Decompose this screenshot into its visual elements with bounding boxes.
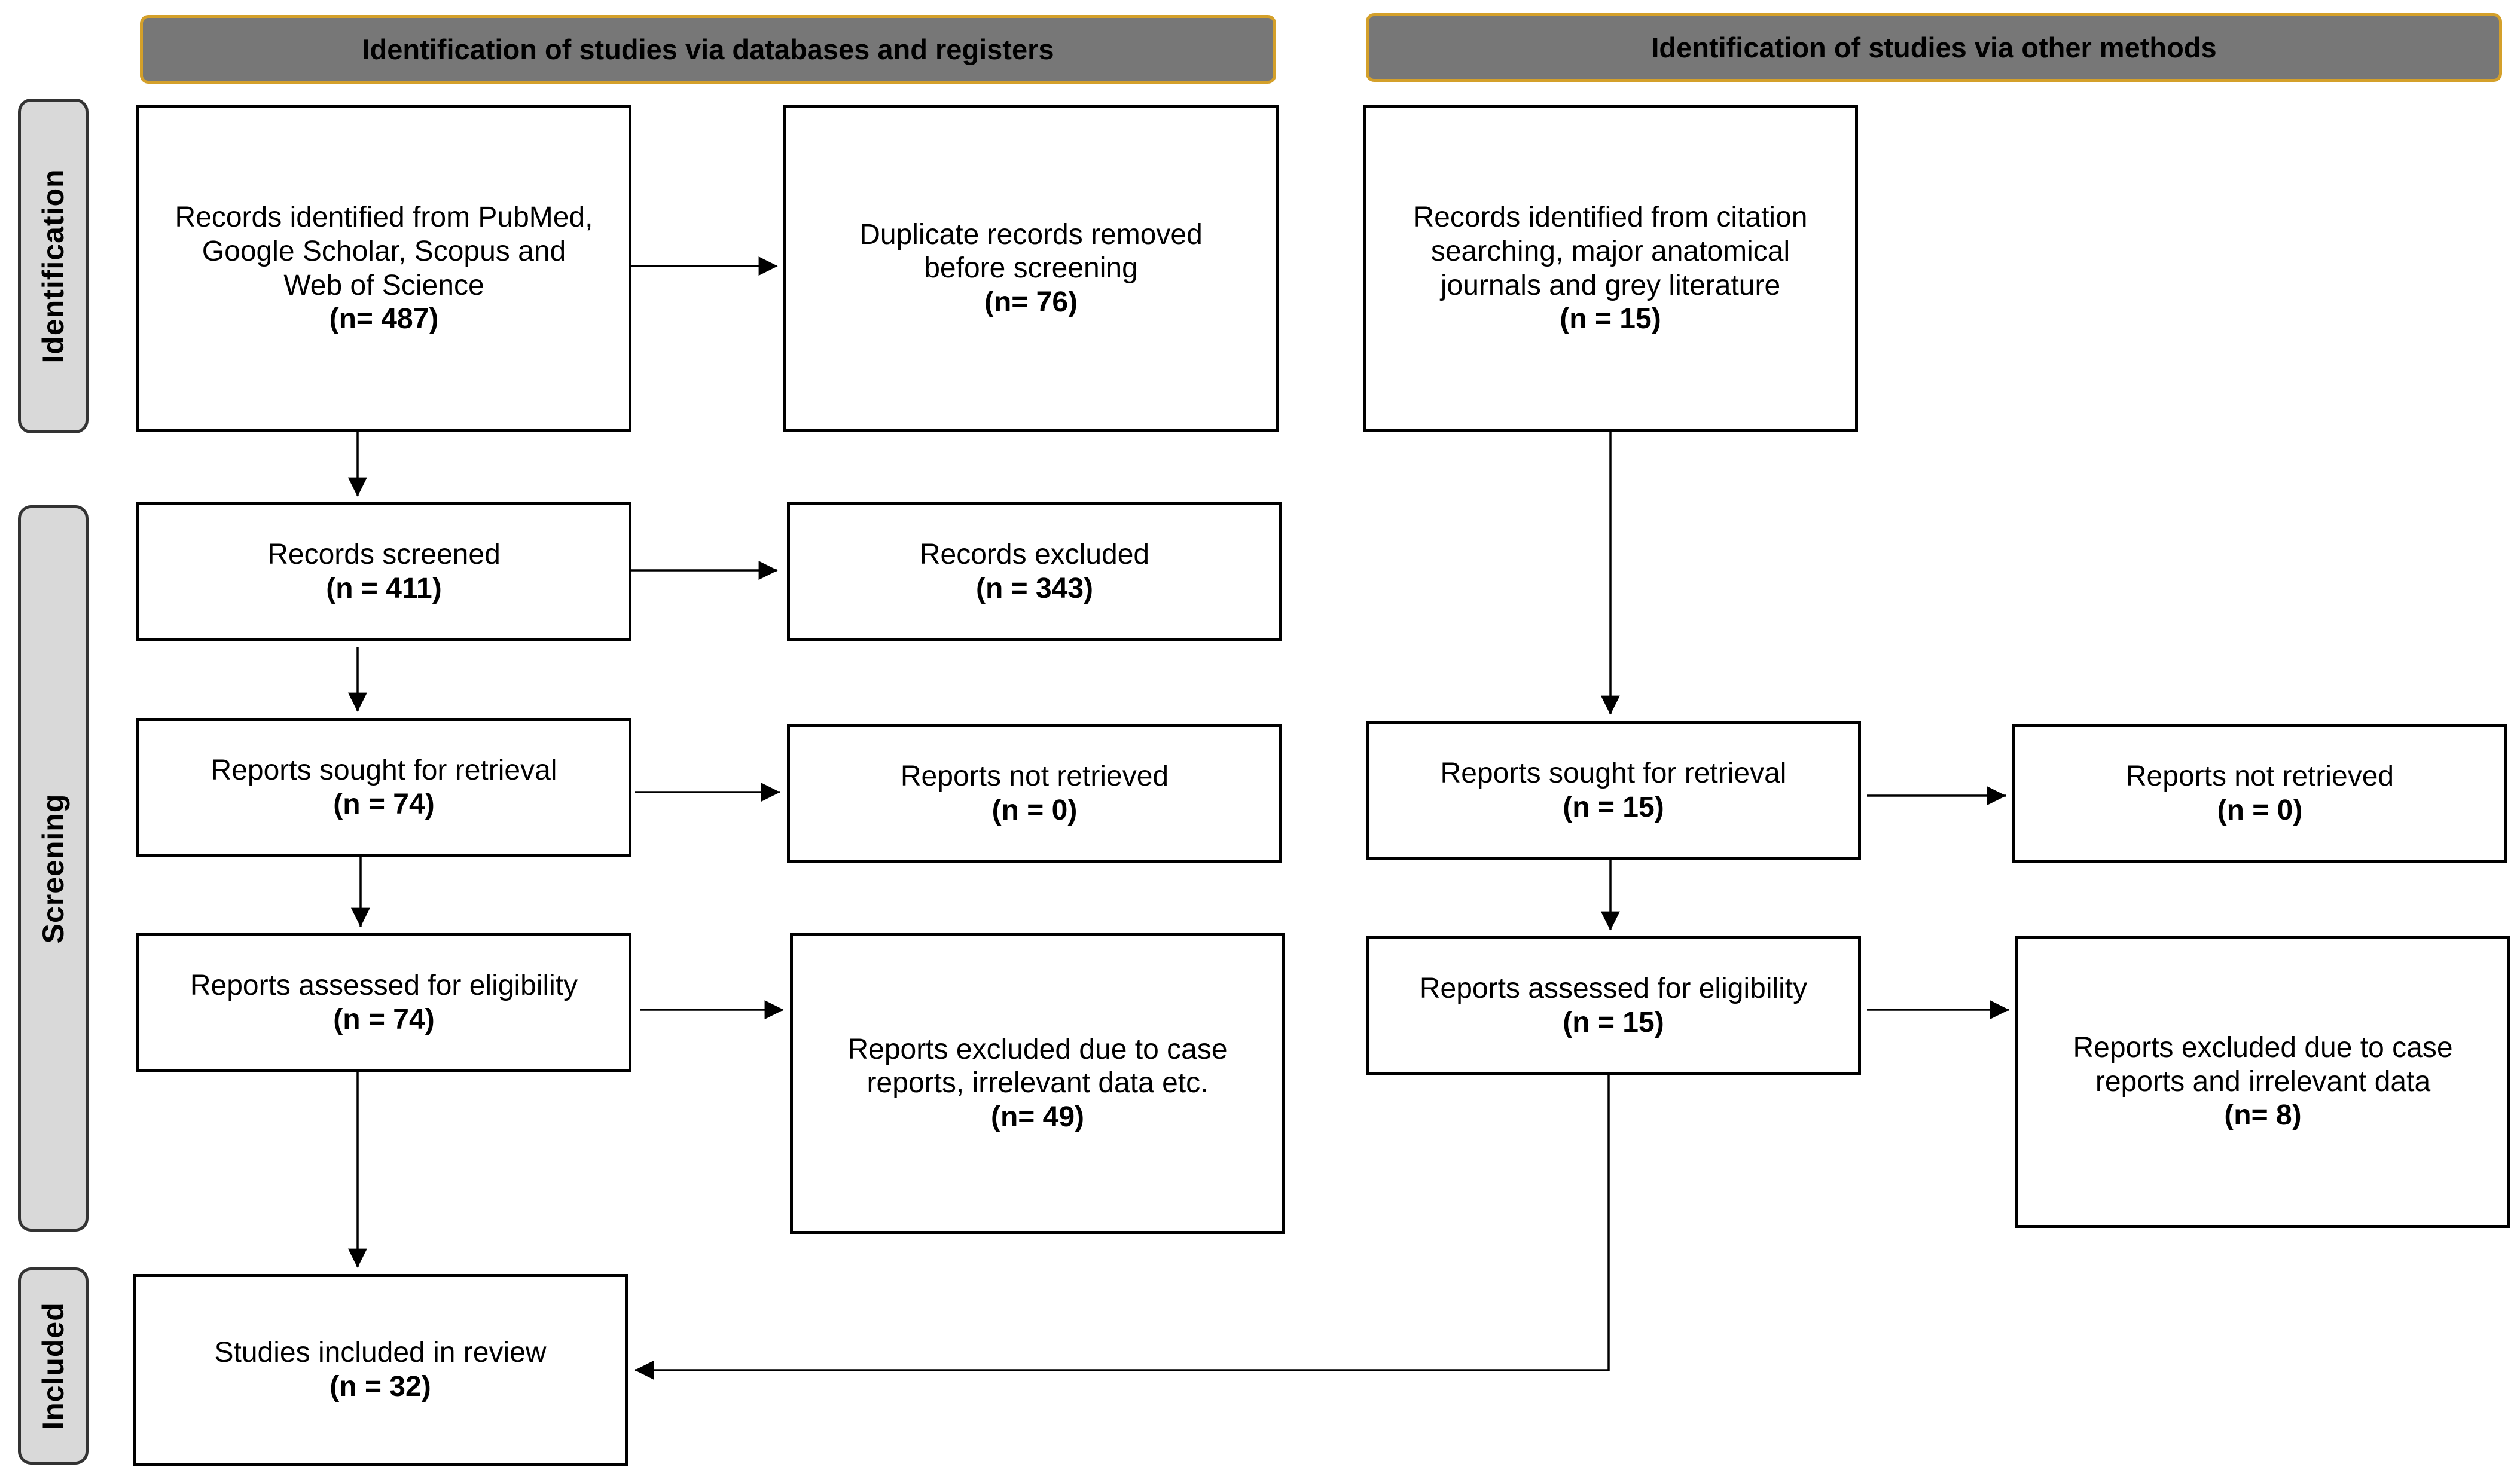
db-reports-sought-box: Reports sought for retrieval (n = 74) — [136, 718, 631, 857]
other-reports-not-retrieved-text: Reports not retrieved — [2125, 760, 2394, 792]
studies-included-text: Studies included in review — [214, 1337, 547, 1369]
db-records-excluded-box: Records excluded (n = 343) — [787, 502, 1282, 641]
db-reports-excluded-text: Reports excluded due to case reports, ir… — [847, 1033, 1228, 1099]
studies-included-count: (n = 32) — [330, 1371, 431, 1402]
db-duplicates-removed-box: Duplicate records removed before screeni… — [783, 105, 1279, 432]
other-reports-assessed-text: Reports assessed for eligibility — [1419, 972, 1808, 1004]
header-databases: Identification of studies via databases … — [140, 15, 1276, 84]
db-records-screened-box: Records screened (n = 411) — [136, 502, 631, 641]
db-reports-not-retrieved-box: Reports not retrieved (n = 0) — [787, 724, 1282, 863]
studies-included-box: Studies included in review (n = 32) — [133, 1274, 628, 1466]
other-reports-assessed-count: (n = 15) — [1563, 1006, 1664, 1038]
other-reports-not-retrieved-box: Reports not retrieved (n = 0) — [2012, 724, 2507, 863]
db-records-identified-count: (n= 487) — [329, 303, 439, 335]
db-records-excluded-text: Records excluded — [919, 538, 1150, 570]
db-reports-not-retrieved-text: Reports not retrieved — [900, 760, 1169, 792]
db-records-excluded-count: (n = 343) — [975, 572, 1094, 604]
other-reports-assessed-box: Reports assessed for eligibility (n = 15… — [1366, 936, 1861, 1075]
other-reports-sought-box: Reports sought for retrieval (n = 15) — [1366, 721, 1861, 860]
other-records-identified-box: Records identified from citation searchi… — [1363, 105, 1858, 432]
db-records-screened-count: (n = 411) — [326, 572, 442, 604]
other-reports-excluded-count: (n= 8) — [2224, 1099, 2302, 1132]
phase-identification: Identification — [18, 99, 89, 433]
other-records-identified-count: (n = 15) — [1560, 303, 1661, 335]
db-reports-sought-text: Reports sought for retrieval — [210, 754, 557, 786]
db-reports-sought-count: (n = 74) — [333, 788, 435, 820]
other-records-identified-text: Records identified from citation searchi… — [1413, 201, 1808, 301]
db-duplicates-removed-count: (n= 76) — [984, 286, 1078, 318]
other-reports-sought-text: Reports sought for retrieval — [1440, 757, 1787, 789]
db-reports-assessed-count: (n = 74) — [333, 1003, 435, 1035]
db-reports-excluded-count: (n= 49) — [990, 1101, 1085, 1133]
db-reports-assessed-box: Reports assessed for eligibility (n = 74… — [136, 933, 631, 1072]
other-reports-excluded-box: Reports excluded due to case reports and… — [2015, 936, 2510, 1228]
arrow-other-assessed-to-included — [634, 1075, 1610, 1380]
db-reports-excluded-box: Reports excluded due to case reports, ir… — [790, 933, 1285, 1234]
other-reports-not-retrieved-count: (n = 0) — [2217, 794, 2303, 826]
db-reports-assessed-text: Reports assessed for eligibility — [190, 969, 578, 1001]
phase-included: Included — [18, 1267, 89, 1465]
db-reports-not-retrieved-count: (n = 0) — [991, 794, 1078, 826]
db-records-identified-text: Records identified from PubMed, Google S… — [175, 201, 593, 301]
other-reports-sought-count: (n = 15) — [1563, 791, 1664, 823]
header-other-methods: Identification of studies via other meth… — [1366, 13, 2502, 82]
other-reports-excluded-text: Reports excluded due to case reports and… — [2073, 1032, 2453, 1098]
db-records-identified-box: Records identified from PubMed, Google S… — [136, 105, 631, 432]
phase-screening: Screening — [18, 505, 89, 1232]
db-records-screened-text: Records screened — [267, 538, 501, 570]
db-duplicates-removed-text: Duplicate records removed before screeni… — [859, 218, 1203, 285]
